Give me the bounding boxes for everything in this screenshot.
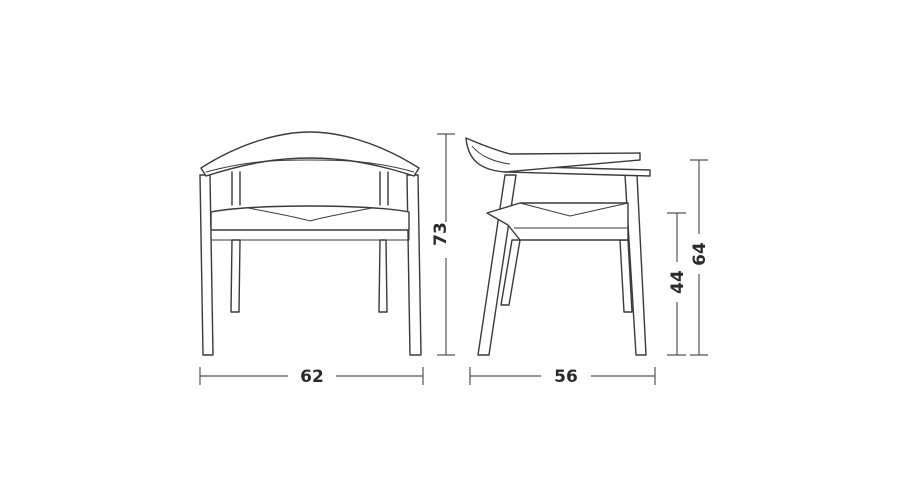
side-back-leg-inner	[500, 239, 521, 306]
arm-height-dimension: 64	[690, 159, 710, 356]
front-back-leg-left	[230, 239, 241, 313]
front-height-dimension: 73	[431, 133, 455, 356]
seat-height-label: 44	[668, 270, 688, 294]
front-width-dimension: 62	[199, 367, 424, 387]
arm-height-label: 64	[690, 242, 710, 266]
side-depth-label: 56	[554, 367, 578, 387]
front-height-label: 73	[431, 222, 451, 246]
seat-height-dimension: 44	[667, 212, 688, 356]
front-leg-right	[406, 174, 422, 356]
front-width-label: 62	[300, 367, 324, 387]
front-back-leg-right	[378, 239, 388, 313]
front-back-post-right	[379, 171, 389, 206]
front-seat	[210, 205, 410, 231]
front-back-post-left	[231, 171, 241, 206]
front-seat-weave	[247, 207, 373, 222]
chair-side-view	[465, 137, 651, 356]
side-backrest	[465, 137, 641, 173]
chair-front-view	[199, 131, 422, 356]
side-seat	[486, 202, 629, 241]
front-backrest	[200, 131, 420, 177]
side-depth-dimension: 56	[469, 367, 656, 387]
front-leg-left	[199, 174, 214, 356]
